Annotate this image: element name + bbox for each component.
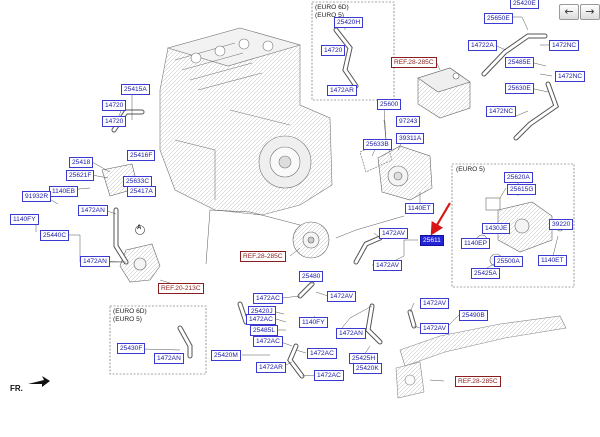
ref-link-28-285c[interactable]: REF.28-285C — [391, 57, 437, 68]
part-label-1472an[interactable]: 1472AN — [80, 256, 110, 267]
part-label-1472ac[interactable]: 1472AC — [307, 348, 337, 359]
part-label-25430f[interactable]: 25430F — [117, 343, 146, 354]
part-label-25650e[interactable]: 25650E — [484, 13, 513, 24]
part-label-1140fy[interactable]: 1140FY — [299, 317, 328, 328]
pointer-arrow-icon — [430, 202, 451, 236]
prev-page-button[interactable]: ← — [559, 4, 579, 20]
part-label-25415a[interactable]: 25415A — [121, 84, 150, 95]
part-label-25500a[interactable]: 25500A — [494, 256, 523, 267]
part-label-25440c[interactable]: 25440C — [40, 230, 70, 241]
part-label-14722a[interactable]: 14722A — [468, 40, 497, 51]
part-label-25425a[interactable]: 25425A — [471, 268, 500, 279]
egr-cooler — [417, 67, 471, 119]
part-label-25490b[interactable]: 25490B — [459, 310, 488, 321]
group-label-right: (EURO 5) — [456, 166, 485, 173]
circle-a-marker — [135, 225, 145, 235]
part-label-25620a[interactable]: 25620A — [504, 172, 533, 183]
top-euro-box — [311, 1, 395, 101]
part-label-91932r[interactable]: 91932R — [22, 191, 52, 202]
engine-block — [159, 27, 333, 216]
arrow-left-icon: ← — [564, 5, 574, 18]
part-label-1430je[interactable]: 1430JE — [482, 223, 511, 234]
part-label-97243[interactable]: 97243 — [396, 116, 421, 127]
part-label-39311a[interactable]: 39311A — [396, 133, 425, 144]
circle-a-label: A — [137, 225, 142, 231]
part-label-1472an[interactable]: 1472AN — [78, 205, 108, 216]
part-label-1140fy[interactable]: 1140FY — [10, 214, 39, 225]
bottom-left-euro-box — [109, 305, 207, 375]
part-label-1472nc[interactable]: 1472NC — [555, 71, 586, 82]
part-label-25485l[interactable]: 25485L — [250, 325, 279, 336]
part-label-25416f[interactable]: 25416F — [127, 150, 156, 161]
part-label-1472av[interactable]: 1472AV — [327, 291, 356, 302]
part-label-25420k[interactable]: 25420K — [353, 363, 382, 374]
part-label-25418[interactable]: 25418 — [69, 157, 94, 168]
part-label-1472ac[interactable]: 1472AC — [253, 293, 283, 304]
part-label-1472nc[interactable]: 1472NC — [549, 40, 580, 51]
part-label-1140eb[interactable]: 1140EB — [49, 186, 78, 197]
part-label-1140ep[interactable]: 1140EP — [461, 238, 490, 249]
part-label-25417a[interactable]: 25417A — [127, 186, 156, 197]
part-label-25621f[interactable]: 25621F — [66, 170, 95, 181]
ref-link-28-285c[interactable]: REF.28-285C — [240, 251, 286, 262]
front-arrow-icon — [28, 376, 50, 387]
part-label-1472ar[interactable]: 1472AR — [327, 85, 357, 96]
part-label-1472an[interactable]: 1472AN — [154, 353, 184, 364]
part-label-1472ac[interactable]: 1472AC — [246, 314, 276, 325]
part-label-1472ac[interactable]: 1472AC — [253, 336, 283, 347]
part-label-1140et[interactable]: 1140ET — [538, 255, 567, 266]
part-label-1472av[interactable]: 1472AV — [420, 298, 449, 309]
part-label-1140et[interactable]: 1140ET — [405, 203, 434, 214]
water-pipe-bottom — [395, 315, 567, 399]
group-label-bottom-left: (EURO 6D) (EURO 5) — [113, 308, 147, 323]
thermostat-housing — [359, 139, 433, 201]
part-label-1472nc[interactable]: 1472NC — [486, 106, 517, 117]
part-label-25611-selected[interactable]: 25611 — [420, 235, 444, 246]
part-label-1472av[interactable]: 1472AV — [420, 323, 449, 334]
group-label-top: (EURO 6D) (EURO 5) — [315, 4, 349, 19]
ref-link-20-213c[interactable]: REF.20-213C — [158, 283, 204, 294]
part-label-25420m[interactable]: 25420M — [211, 350, 241, 361]
part-label-25615g[interactable]: 25615G — [507, 184, 537, 195]
part-label-14720[interactable]: 14720 — [102, 100, 127, 111]
front-label: FR. — [10, 384, 23, 393]
part-label-25630e[interactable]: 25630E — [505, 83, 534, 94]
arrow-right-icon: → — [585, 5, 595, 18]
part-label-25633b[interactable]: 25633B — [363, 139, 392, 150]
part-label-39220[interactable]: 39220 — [549, 219, 574, 230]
right-euro-box — [451, 163, 575, 288]
part-label-1472an[interactable]: 1472AN — [336, 328, 366, 339]
part-label-25480[interactable]: 25480 — [299, 271, 324, 282]
water-pump — [292, 221, 330, 259]
ref-link-28-285c[interactable]: REF.28-285C — [455, 376, 501, 387]
part-label-25420e[interactable]: 25420E — [510, 0, 539, 9]
next-page-button[interactable]: → — [580, 4, 600, 20]
part-label-1472ac[interactable]: 1472AC — [314, 370, 344, 381]
part-label-25420h[interactable]: 25420H — [334, 17, 364, 28]
part-label-25600[interactable]: 25600 — [377, 99, 402, 110]
part-label-1472av[interactable]: 1472AV — [373, 260, 402, 271]
part-label-1472ar[interactable]: 1472AR — [256, 362, 286, 373]
part-label-14720[interactable]: 14720 — [102, 116, 127, 127]
part-label-14720[interactable]: 14720 — [321, 45, 346, 56]
part-label-25485e[interactable]: 25485E — [505, 57, 534, 68]
part-label-1472av[interactable]: 1472AV — [379, 228, 408, 239]
